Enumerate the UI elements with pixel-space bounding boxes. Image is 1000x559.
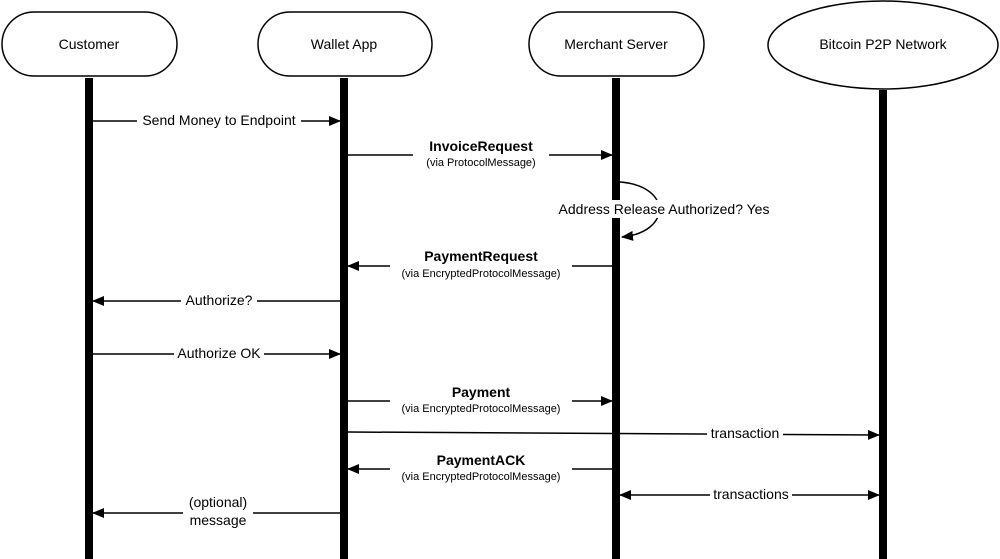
- message-invoice-request-subtitle: (via ProtocolMessage): [426, 157, 535, 169]
- participant-merchant-server: Merchant Server: [528, 11, 705, 77]
- message-payment-subtitle: (via EncryptedProtocolMessage): [402, 403, 561, 415]
- message-transaction: transaction: [347, 424, 880, 442]
- message-transactions-label: transactions: [713, 486, 788, 502]
- participant-bitcoin-network-label: Bitcoin P2P Network: [819, 36, 947, 52]
- message-authorize-ok: Authorize OK: [93, 344, 341, 362]
- message-payment-title: Payment: [452, 384, 511, 400]
- message-payment-ack-subtitle: (via EncryptedProtocolMessage): [402, 471, 561, 483]
- message-optional-line2: message: [190, 512, 247, 528]
- participant-wallet-app: Wallet App: [257, 11, 433, 77]
- message-authorize-ok-label: Authorize OK: [177, 345, 261, 361]
- message-transaction-label: transaction: [711, 425, 779, 441]
- participant-wallet-app-label: Wallet App: [311, 36, 378, 52]
- message-optional: (optional) message: [92, 493, 340, 529]
- message-authorize-question: Authorize?: [92, 291, 340, 309]
- participant-bitcoin-network: Bitcoin P2P Network: [767, 0, 999, 90]
- message-payment-request: PaymentRequest (via EncryptedProtocolMes…: [347, 248, 612, 281]
- message-send-money-label: Send Money to Endpoint: [142, 112, 295, 128]
- participant-customer: Customer: [1, 11, 178, 77]
- message-invoice-request-title: InvoiceRequest: [429, 138, 533, 154]
- message-payment: Payment (via EncryptedProtocolMessage): [348, 384, 613, 416]
- participant-merchant-server-label: Merchant Server: [564, 36, 668, 52]
- message-payment-request-subtitle: (via EncryptedProtocolMessage): [402, 268, 561, 280]
- message-authorize-question-label: Authorize?: [186, 292, 253, 308]
- message-payment-ack: PaymentACK (via EncryptedProtocolMessage…: [347, 452, 612, 484]
- message-optional-line1: (optional): [189, 494, 247, 510]
- message-address-release-label: Address Release Authorized? Yes: [559, 201, 770, 217]
- message-payment-ack-title: PaymentACK: [437, 452, 526, 468]
- participant-customer-label: Customer: [59, 36, 120, 52]
- message-send-money: Send Money to Endpoint: [93, 111, 341, 129]
- message-transactions: transactions: [619, 485, 880, 503]
- message-payment-request-title: PaymentRequest: [424, 248, 538, 264]
- message-address-release: Address Release Authorized? Yes: [554, 181, 774, 241]
- message-invoice-request: InvoiceRequest (via ProtocolMessage): [348, 138, 613, 170]
